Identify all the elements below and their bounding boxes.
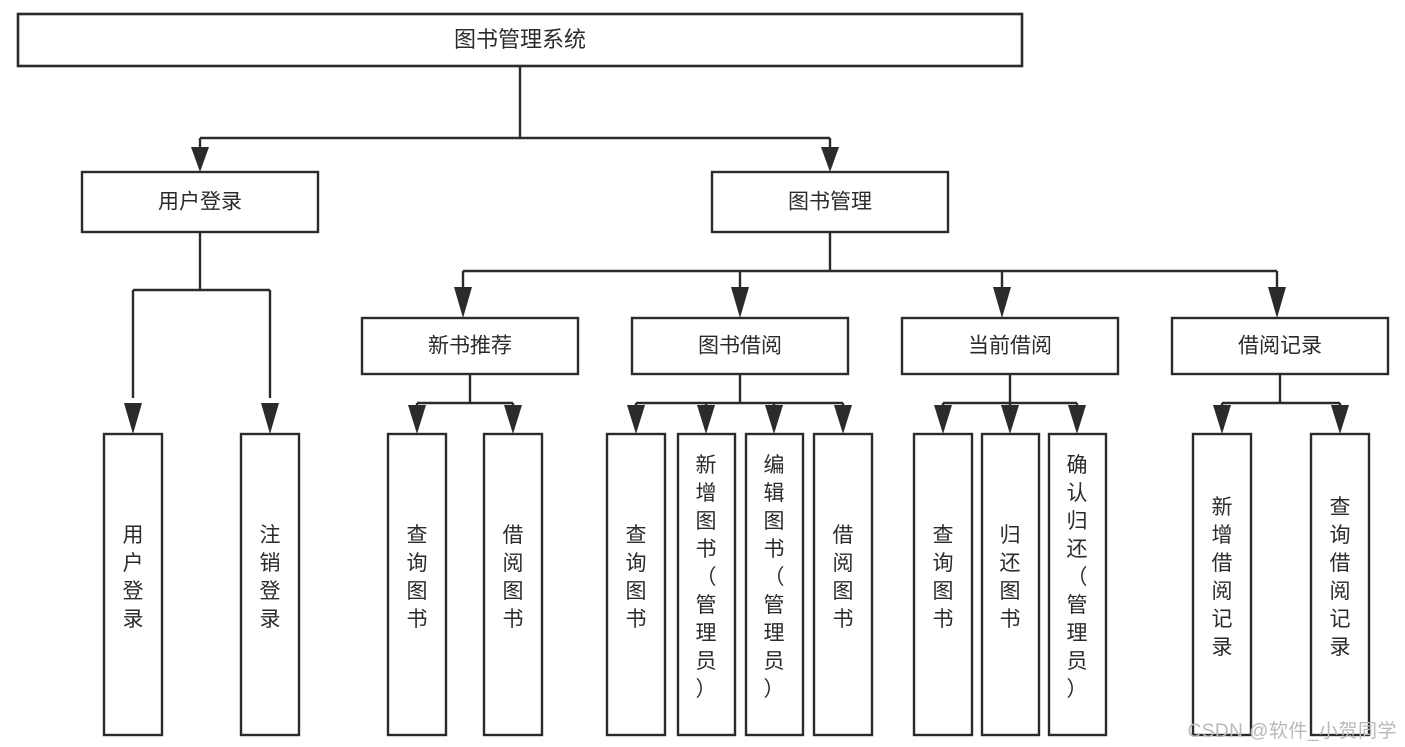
arrow-leaf-query-book-2: [627, 405, 645, 434]
new-book-recommend-box[interactable]: [360, 316, 580, 376]
leaf-nodes-layer: 用户登录 注销登录 查询图书 借阅图书 查询图书 新增图书（管理员）: [102, 432, 1371, 737]
borrow-record-label: 借阅记录: [1238, 335, 1322, 358]
leaf-edit-book-box[interactable]: [744, 432, 805, 737]
leaf-borrow-book-2-label: 借阅图书: [833, 524, 854, 631]
leaf-query-record-label: 查询借阅记录: [1330, 496, 1351, 659]
node-book-management[interactable]: 图书管理: [710, 170, 950, 234]
csdn-watermark: CSDN @软件_小贺同学: [1187, 721, 1397, 742]
leaf-add-record-box[interactable]: [1191, 432, 1253, 737]
arrow-leaf-add-record: [1213, 405, 1231, 434]
arrow-leaf-confirm-return: [1068, 405, 1086, 434]
leaf-query-record-box[interactable]: [1309, 432, 1371, 737]
arrow-leaf-query-book-3: [934, 405, 952, 434]
arrow-leaf-borrow-book-1: [504, 405, 522, 434]
arrow-user-login: [191, 147, 209, 172]
arrow-leaf-logout-login: [261, 403, 279, 434]
node-leaf-add-record[interactable]: 新增借阅记录: [1191, 432, 1253, 737]
leaf-query-book-2-box[interactable]: [605, 432, 667, 737]
node-book-borrow[interactable]: 图书借阅: [630, 316, 850, 376]
leaf-add-book-label: 新增图书（管理员）: [696, 454, 717, 701]
leaf-confirm-return-label: 确认归还（管理员）: [1067, 454, 1088, 701]
leaf-return-book-label: 归还图书: [1000, 524, 1021, 631]
leaf-user-login-label: 用户登录: [123, 524, 144, 631]
leaf-user-login-box[interactable]: [102, 432, 164, 737]
arrow-book-borrow: [731, 287, 749, 318]
user-login-box[interactable]: [80, 170, 320, 234]
leaf-borrow-book-2-box[interactable]: [812, 432, 874, 737]
leaf-confirm-return-box[interactable]: [1047, 432, 1108, 737]
current-borrow-label: 当前借阅: [968, 335, 1052, 358]
leaf-query-book-3-box[interactable]: [912, 432, 974, 737]
node-leaf-query-record[interactable]: 查询借阅记录: [1309, 432, 1371, 737]
connector-layer: [124, 66, 1349, 434]
leaf-add-book-box[interactable]: [676, 432, 737, 737]
leaf-query-book-1-label: 查询图书: [407, 524, 428, 631]
arrow-current-borrow: [993, 287, 1011, 318]
node-user-login[interactable]: 用户登录: [80, 170, 320, 234]
arrow-book-management: [821, 147, 839, 172]
arrow-leaf-return-book: [1001, 405, 1019, 434]
node-leaf-query-book-2[interactable]: 查询图书: [605, 432, 667, 737]
node-current-borrow[interactable]: 当前借阅: [900, 316, 1120, 376]
arrow-leaf-borrow-book-2: [834, 405, 852, 434]
leaf-query-book-1-box[interactable]: [386, 432, 448, 737]
node-leaf-borrow-book-1[interactable]: 借阅图书: [482, 432, 544, 737]
book-borrow-label: 图书借阅: [698, 335, 782, 358]
arrow-leaf-query-record: [1331, 405, 1349, 434]
root-label: 图书管理系统: [454, 27, 586, 52]
arrow-leaf-user-login: [124, 403, 142, 434]
leaf-query-book-2-label: 查询图书: [626, 524, 647, 631]
current-borrow-box[interactable]: [900, 316, 1120, 376]
leaf-query-book-3-label: 查询图书: [933, 524, 954, 631]
leaf-logout-login-box[interactable]: [239, 432, 301, 737]
book-borrow-box[interactable]: [630, 316, 850, 376]
arrow-leaf-add-book: [697, 405, 715, 434]
leaf-edit-book-label: 编辑图书（管理员）: [764, 454, 785, 701]
node-new-book-recommend[interactable]: 新书推荐: [360, 316, 580, 376]
arrow-leaf-edit-book: [765, 405, 783, 434]
leaf-borrow-book-1-box[interactable]: [482, 432, 544, 737]
borrow-record-box[interactable]: [1170, 316, 1390, 376]
node-leaf-logout-login[interactable]: 注销登录: [239, 432, 301, 737]
node-leaf-edit-book[interactable]: 编辑图书（管理员）: [744, 432, 805, 737]
node-borrow-record[interactable]: 借阅记录: [1170, 316, 1390, 376]
leaf-add-record-label: 新增借阅记录: [1212, 496, 1233, 659]
new-book-recommend-label: 新书推荐: [428, 335, 512, 358]
leaf-logout-login-label: 注销登录: [260, 524, 281, 631]
node-leaf-query-book-1[interactable]: 查询图书: [386, 432, 448, 737]
leaf-borrow-book-1-label: 借阅图书: [503, 524, 524, 631]
leaf-return-book-box[interactable]: [980, 432, 1041, 737]
root-box[interactable]: [16, 12, 1024, 68]
node-leaf-borrow-book-2[interactable]: 借阅图书: [812, 432, 874, 737]
book-management-label: 图书管理: [788, 191, 872, 214]
book-management-box[interactable]: [710, 170, 950, 234]
user-login-label: 用户登录: [158, 191, 242, 214]
arrow-leaf-query-book-1: [408, 405, 426, 434]
node-leaf-user-login[interactable]: 用户登录: [102, 432, 164, 737]
node-root[interactable]: 图书管理系统: [16, 12, 1024, 68]
arrow-borrow-record: [1268, 287, 1286, 318]
node-leaf-query-book-3[interactable]: 查询图书: [912, 432, 974, 737]
node-leaf-confirm-return[interactable]: 确认归还（管理员）: [1047, 432, 1108, 737]
node-leaf-return-book[interactable]: 归还图书: [980, 432, 1041, 737]
arrow-new-book-recommend: [454, 287, 472, 318]
node-leaf-add-book[interactable]: 新增图书（管理员）: [676, 432, 737, 737]
